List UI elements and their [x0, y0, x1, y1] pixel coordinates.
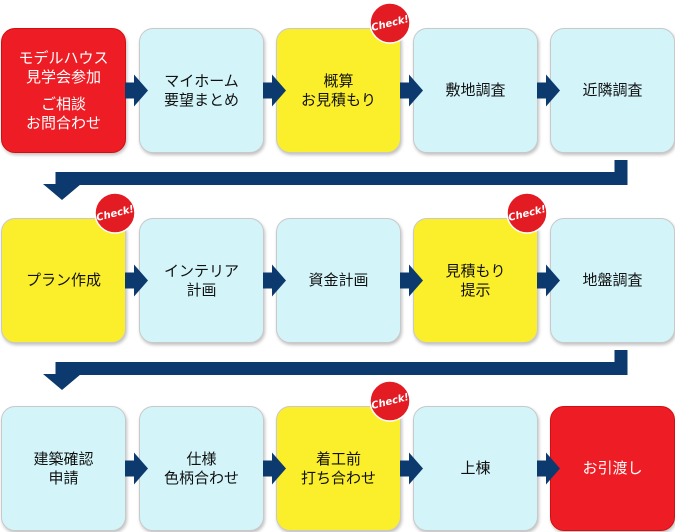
step-box-5: 近隣調査: [550, 28, 675, 153]
step-box-6: プラン作成: [1, 218, 126, 343]
step-label-line: 着工前: [315, 449, 361, 468]
step-box-13: 着工前打ち合わせ: [276, 406, 401, 531]
step-label-line: 地盤調査: [582, 271, 643, 289]
step-label-line: ご相談: [40, 94, 86, 113]
step-label-line: 近隣調査: [582, 81, 643, 99]
step-label-line: 申請: [48, 468, 79, 487]
step-label-line: お見積もり: [300, 90, 376, 109]
step-label-line: プラン作成: [25, 271, 101, 289]
flow-arrow-right: [400, 74, 423, 107]
step-label-line: 資金計画: [308, 271, 369, 289]
step-label-line: 計画: [186, 280, 217, 299]
flow-arrow-right: [125, 452, 148, 485]
flow-arrow-right: [537, 452, 560, 485]
step-label-line: 見学会参加: [25, 67, 101, 86]
flow-arrow-right: [263, 264, 286, 297]
step-label-line: モデルハウス: [18, 48, 109, 67]
flow-arrow-right: [125, 74, 148, 107]
step-label-line: マイホーム: [164, 71, 239, 90]
check-badge: Check!: [94, 192, 136, 234]
step-box-2: マイホーム要望まとめ: [139, 28, 264, 153]
flow-arrow-right: [537, 264, 560, 297]
check-badge: Check!: [369, 380, 411, 422]
flow-arrow-right: [537, 74, 560, 107]
step-label-line: 打ち合わせ: [300, 468, 376, 487]
step-box-10: 地盤調査: [550, 218, 675, 343]
step-label-line: 要望まとめ: [163, 90, 239, 109]
step-label-line: お問合わせ: [25, 113, 101, 132]
step-label-line: 敷地調査: [445, 81, 506, 99]
step-label-line: インテリア: [163, 261, 239, 280]
flow-arrow-return: [43, 160, 628, 200]
step-label-line: 建築確認: [33, 449, 94, 468]
flow-arrow-right: [400, 452, 423, 485]
step-label-line: 色柄合わせ: [163, 468, 239, 487]
check-badge: Check!: [369, 2, 411, 44]
flow-arrow-right: [263, 74, 286, 107]
step-box-14: 上棟: [413, 406, 538, 531]
step-label-line: お引渡し: [582, 459, 643, 477]
step-box-9: 見積もり提示: [413, 218, 538, 343]
step-box-7: インテリア計画: [139, 218, 264, 343]
step-label-line: 見積もり: [445, 261, 506, 280]
flow-arrow-return: [43, 350, 628, 390]
flow-arrow-right: [400, 264, 423, 297]
step-label-line: 上棟: [460, 459, 491, 477]
step-box-15: お引渡し: [550, 406, 675, 531]
step-label-line: 仕様: [186, 449, 217, 468]
check-badge: Check!: [506, 192, 548, 234]
step-label-line: 提示: [460, 280, 491, 299]
flow-arrow-right: [263, 452, 286, 485]
flow-arrow-right: [125, 264, 148, 297]
step-box-11: 建築確認申請: [1, 406, 126, 531]
step-box-1: モデルハウス見学会参加ご相談お問合わせ: [1, 28, 126, 153]
step-label-line: 概算: [323, 71, 354, 90]
